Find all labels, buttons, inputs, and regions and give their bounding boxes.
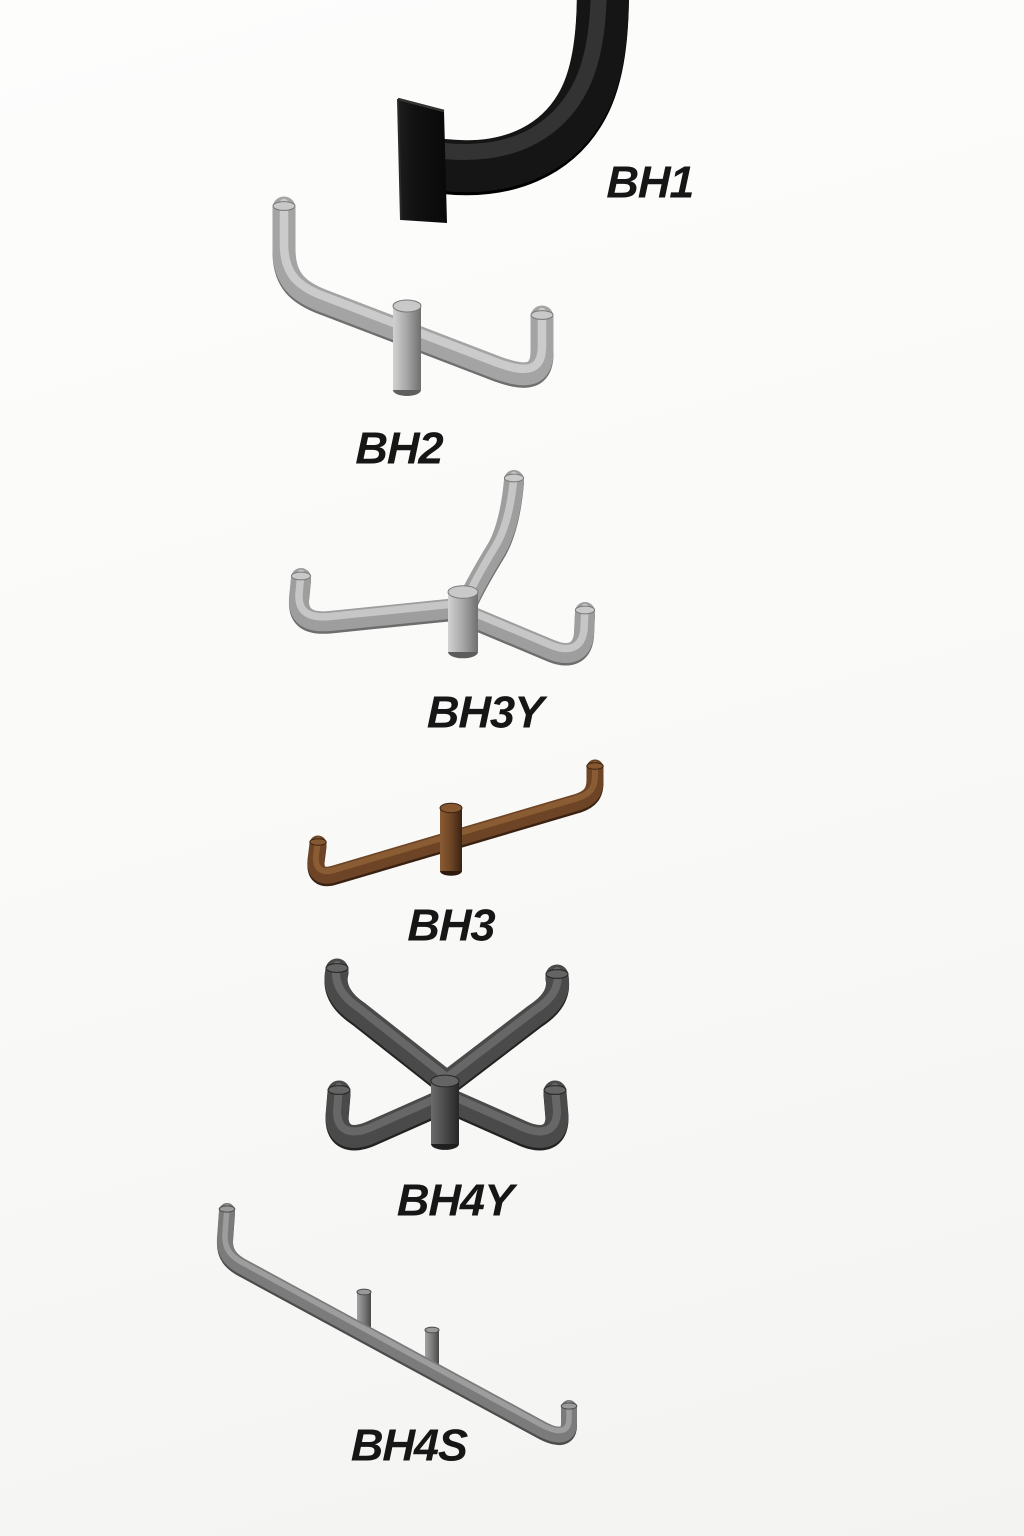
bh2-label: BH2 [355, 422, 443, 474]
bh1-label: BH1 [606, 156, 694, 208]
bh1-mounting-plate [397, 97, 447, 223]
bh4y-tip-caps [325, 963, 569, 1095]
bh3y-arms [288, 470, 595, 666]
bh2-tip-caps [272, 201, 554, 320]
bh3y-label: BH3Y [426, 686, 544, 738]
bh3-hook-illustration [307, 759, 604, 887]
bh3-label: BH3 [407, 899, 495, 951]
bh3y-center-pin [447, 585, 479, 659]
bh4s-tip-caps [218, 1205, 578, 1410]
bh1-tube [418, 0, 629, 196]
bh4y-arms [324, 958, 570, 1151]
bh2-hook-illustration [272, 196, 554, 396]
bh4s-peg-1 [356, 1288, 372, 1328]
bh4y-center-pin [430, 1074, 460, 1150]
bh3-tip-caps [309, 762, 604, 846]
bh3y-tip-caps [290, 473, 596, 615]
bh4s-rail [216, 1203, 577, 1445]
bh2-center-pin [392, 299, 422, 396]
bh4y-hook-illustration [324, 958, 570, 1151]
bh4s-label: BH4S [350, 1419, 468, 1471]
bh4s-hook-illustration [216, 1203, 578, 1445]
bh3-center-pin [439, 802, 463, 876]
bh1-hook-illustration [397, 0, 629, 223]
bh4y-label: BH4Y [396, 1174, 514, 1226]
bh3y-hook-illustration [288, 470, 596, 666]
